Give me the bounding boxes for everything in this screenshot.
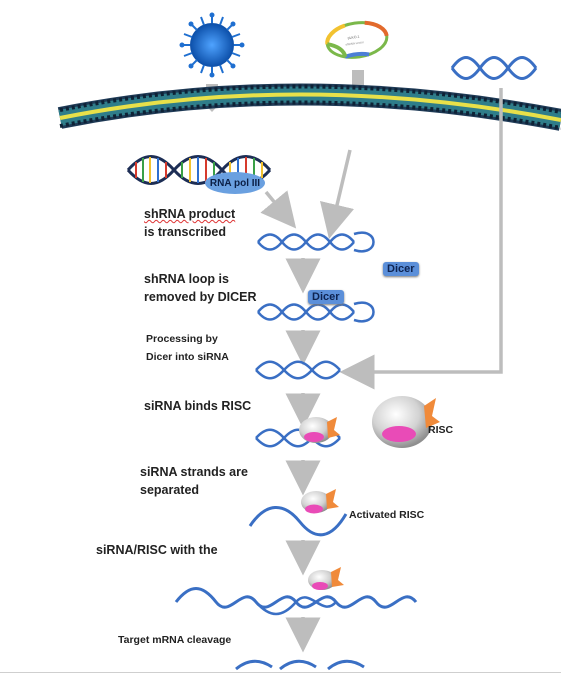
step-3-line-2: Dicer into siRNA xyxy=(146,351,229,364)
step-5-line-2: separated xyxy=(140,483,200,498)
step-2-line-2: removed by DICER xyxy=(144,290,257,305)
risc-label: RISC xyxy=(428,424,454,436)
cleaved-mrna xyxy=(235,659,365,671)
shrna-hairpin-1 xyxy=(257,231,375,253)
target-mrna xyxy=(174,567,418,616)
sirna-duplex xyxy=(255,360,341,380)
step-sirna-binds-risc: siRNA binds RISC xyxy=(144,397,251,415)
step-3-line-1: Processing by xyxy=(146,333,218,345)
sirna-duplex-icon xyxy=(450,56,538,80)
plasmid-icon: pLKO.1 shRNA vector xyxy=(325,20,389,59)
dicer-tag-bound: Dicer xyxy=(308,290,344,304)
activated-risc-label: Activated RISC xyxy=(349,509,425,521)
rna-pol-iii-tag: RNA pol III xyxy=(205,172,265,194)
step-1-line-1: shRNA product xyxy=(144,207,236,221)
dicer-label-bound: Dicer xyxy=(312,291,340,303)
activated-risc xyxy=(248,489,348,537)
sirna-risc-bound xyxy=(255,417,341,448)
step-1-line-2: is transcribed xyxy=(144,225,226,240)
virus-icon xyxy=(179,12,245,78)
step-2-line-1: shRNA loop is xyxy=(144,272,229,286)
step-4-line-1: siRNA binds RISC xyxy=(144,399,252,413)
bottom-border xyxy=(0,672,561,673)
step-strands-separated: siRNA strands are separated xyxy=(140,463,248,499)
step-7-line-1: Target mRNA cleavage xyxy=(118,634,232,646)
step-5-line-1: siRNA strands are xyxy=(140,465,248,479)
dicer-label-free: Dicer xyxy=(387,263,415,275)
svg-text:pLKO.1: pLKO.1 xyxy=(347,35,359,41)
shrna-hairpin-2 xyxy=(257,301,375,323)
step-loop-removed: shRNA loop is removed by DICER xyxy=(144,270,257,306)
cell-membrane xyxy=(57,83,561,131)
step-shrna-transcribed: shRNA product is transcribed xyxy=(144,205,235,241)
rna-pol-iii-label: RNA pol III xyxy=(209,177,261,189)
connector-arrows xyxy=(260,88,503,653)
step-6-line-1: siRNA/RISC with the xyxy=(96,543,218,557)
risc-complex-icon xyxy=(372,396,440,448)
dicer-tag-free: Dicer xyxy=(383,262,419,276)
svg-text:shRNA vector: shRNA vector xyxy=(345,40,364,47)
step-dicer-processing: Processing by Dicer into siRNA xyxy=(146,330,229,367)
step-target-cleavage: Target mRNA cleavage xyxy=(118,633,231,648)
step-sirna-risc-target: siRNA/RISC with the xyxy=(96,541,218,559)
